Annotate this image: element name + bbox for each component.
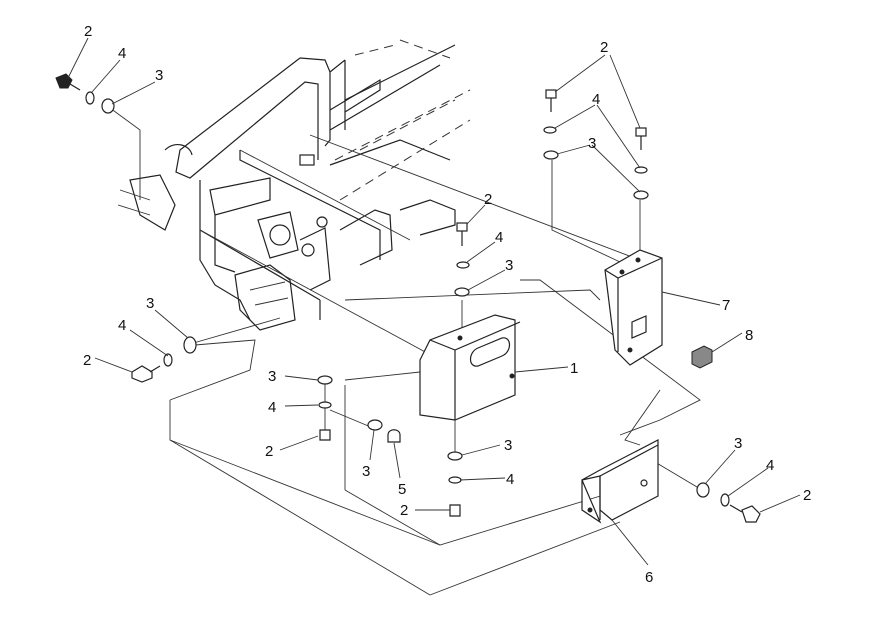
callout-2: 2 <box>84 23 92 40</box>
screw-icon <box>131 365 153 383</box>
washer-icon <box>633 190 649 200</box>
callout-3: 3 <box>504 437 512 454</box>
screw-icon <box>635 127 647 137</box>
chassis-frame <box>117 39 471 331</box>
cap-part-8 <box>691 345 713 369</box>
screw-icon <box>545 89 557 99</box>
callout-4: 4 <box>495 229 503 246</box>
washer-icon <box>101 98 115 114</box>
lock-washer-icon <box>634 166 648 174</box>
callout-labels: 2 4 3 2 4 3 2 4 3 7 8 1 3 4 2 3 4 2 3 5 … <box>83 23 811 586</box>
callout-3: 3 <box>146 295 154 312</box>
callout-3: 3 <box>155 67 163 84</box>
screw-icon <box>55 73 73 89</box>
callout-2: 2 <box>600 39 608 56</box>
callout-1: 1 <box>570 360 578 377</box>
washer-icon <box>367 419 383 431</box>
callout-4: 4 <box>766 457 774 474</box>
screw-icon <box>449 504 461 517</box>
callout-3: 3 <box>734 435 742 452</box>
callout-3: 3 <box>505 257 513 274</box>
callout-2: 2 <box>83 352 91 369</box>
screw-icon <box>456 222 468 232</box>
lock-washer-icon <box>163 353 173 367</box>
callout-2: 2 <box>803 487 811 504</box>
leader-lines <box>67 37 801 566</box>
frame-tab <box>299 154 315 166</box>
washer-icon <box>696 482 710 498</box>
lock-washer-icon <box>543 126 557 134</box>
motor-shaft <box>269 224 291 246</box>
callout-4: 4 <box>118 45 126 62</box>
callout-5: 5 <box>398 481 406 498</box>
callout-4: 4 <box>506 471 514 488</box>
callout-3: 3 <box>362 463 370 480</box>
washer-icon <box>543 150 559 160</box>
screw-icon <box>741 505 761 523</box>
gear-icon <box>301 243 315 257</box>
callout-8: 8 <box>745 327 753 344</box>
washer-icon <box>317 375 333 385</box>
callout-2: 2 <box>484 191 492 208</box>
bracket-part-7 <box>604 249 663 366</box>
lock-washer-icon <box>448 476 462 484</box>
bracket-part-1 <box>419 314 521 421</box>
callout-4: 4 <box>118 317 126 334</box>
lock-washer-icon <box>456 261 470 269</box>
callout-3: 3 <box>268 368 276 385</box>
screw-icon <box>319 429 331 441</box>
callout-7: 7 <box>722 297 730 314</box>
callout-2: 2 <box>265 443 273 460</box>
lock-washer-icon <box>720 493 730 507</box>
clip-part-5 <box>387 429 401 443</box>
lock-washer-icon <box>85 91 95 105</box>
washer-icon <box>183 336 197 354</box>
callout-4: 4 <box>268 399 276 416</box>
callout-4: 4 <box>592 91 600 108</box>
lock-washer-icon <box>318 401 332 409</box>
bracket-part-6 <box>581 439 659 524</box>
washer-icon <box>447 451 463 461</box>
washer-icon <box>454 287 470 297</box>
callout-3: 3 <box>588 135 596 152</box>
callout-2: 2 <box>400 502 408 519</box>
callout-6: 6 <box>645 569 653 586</box>
